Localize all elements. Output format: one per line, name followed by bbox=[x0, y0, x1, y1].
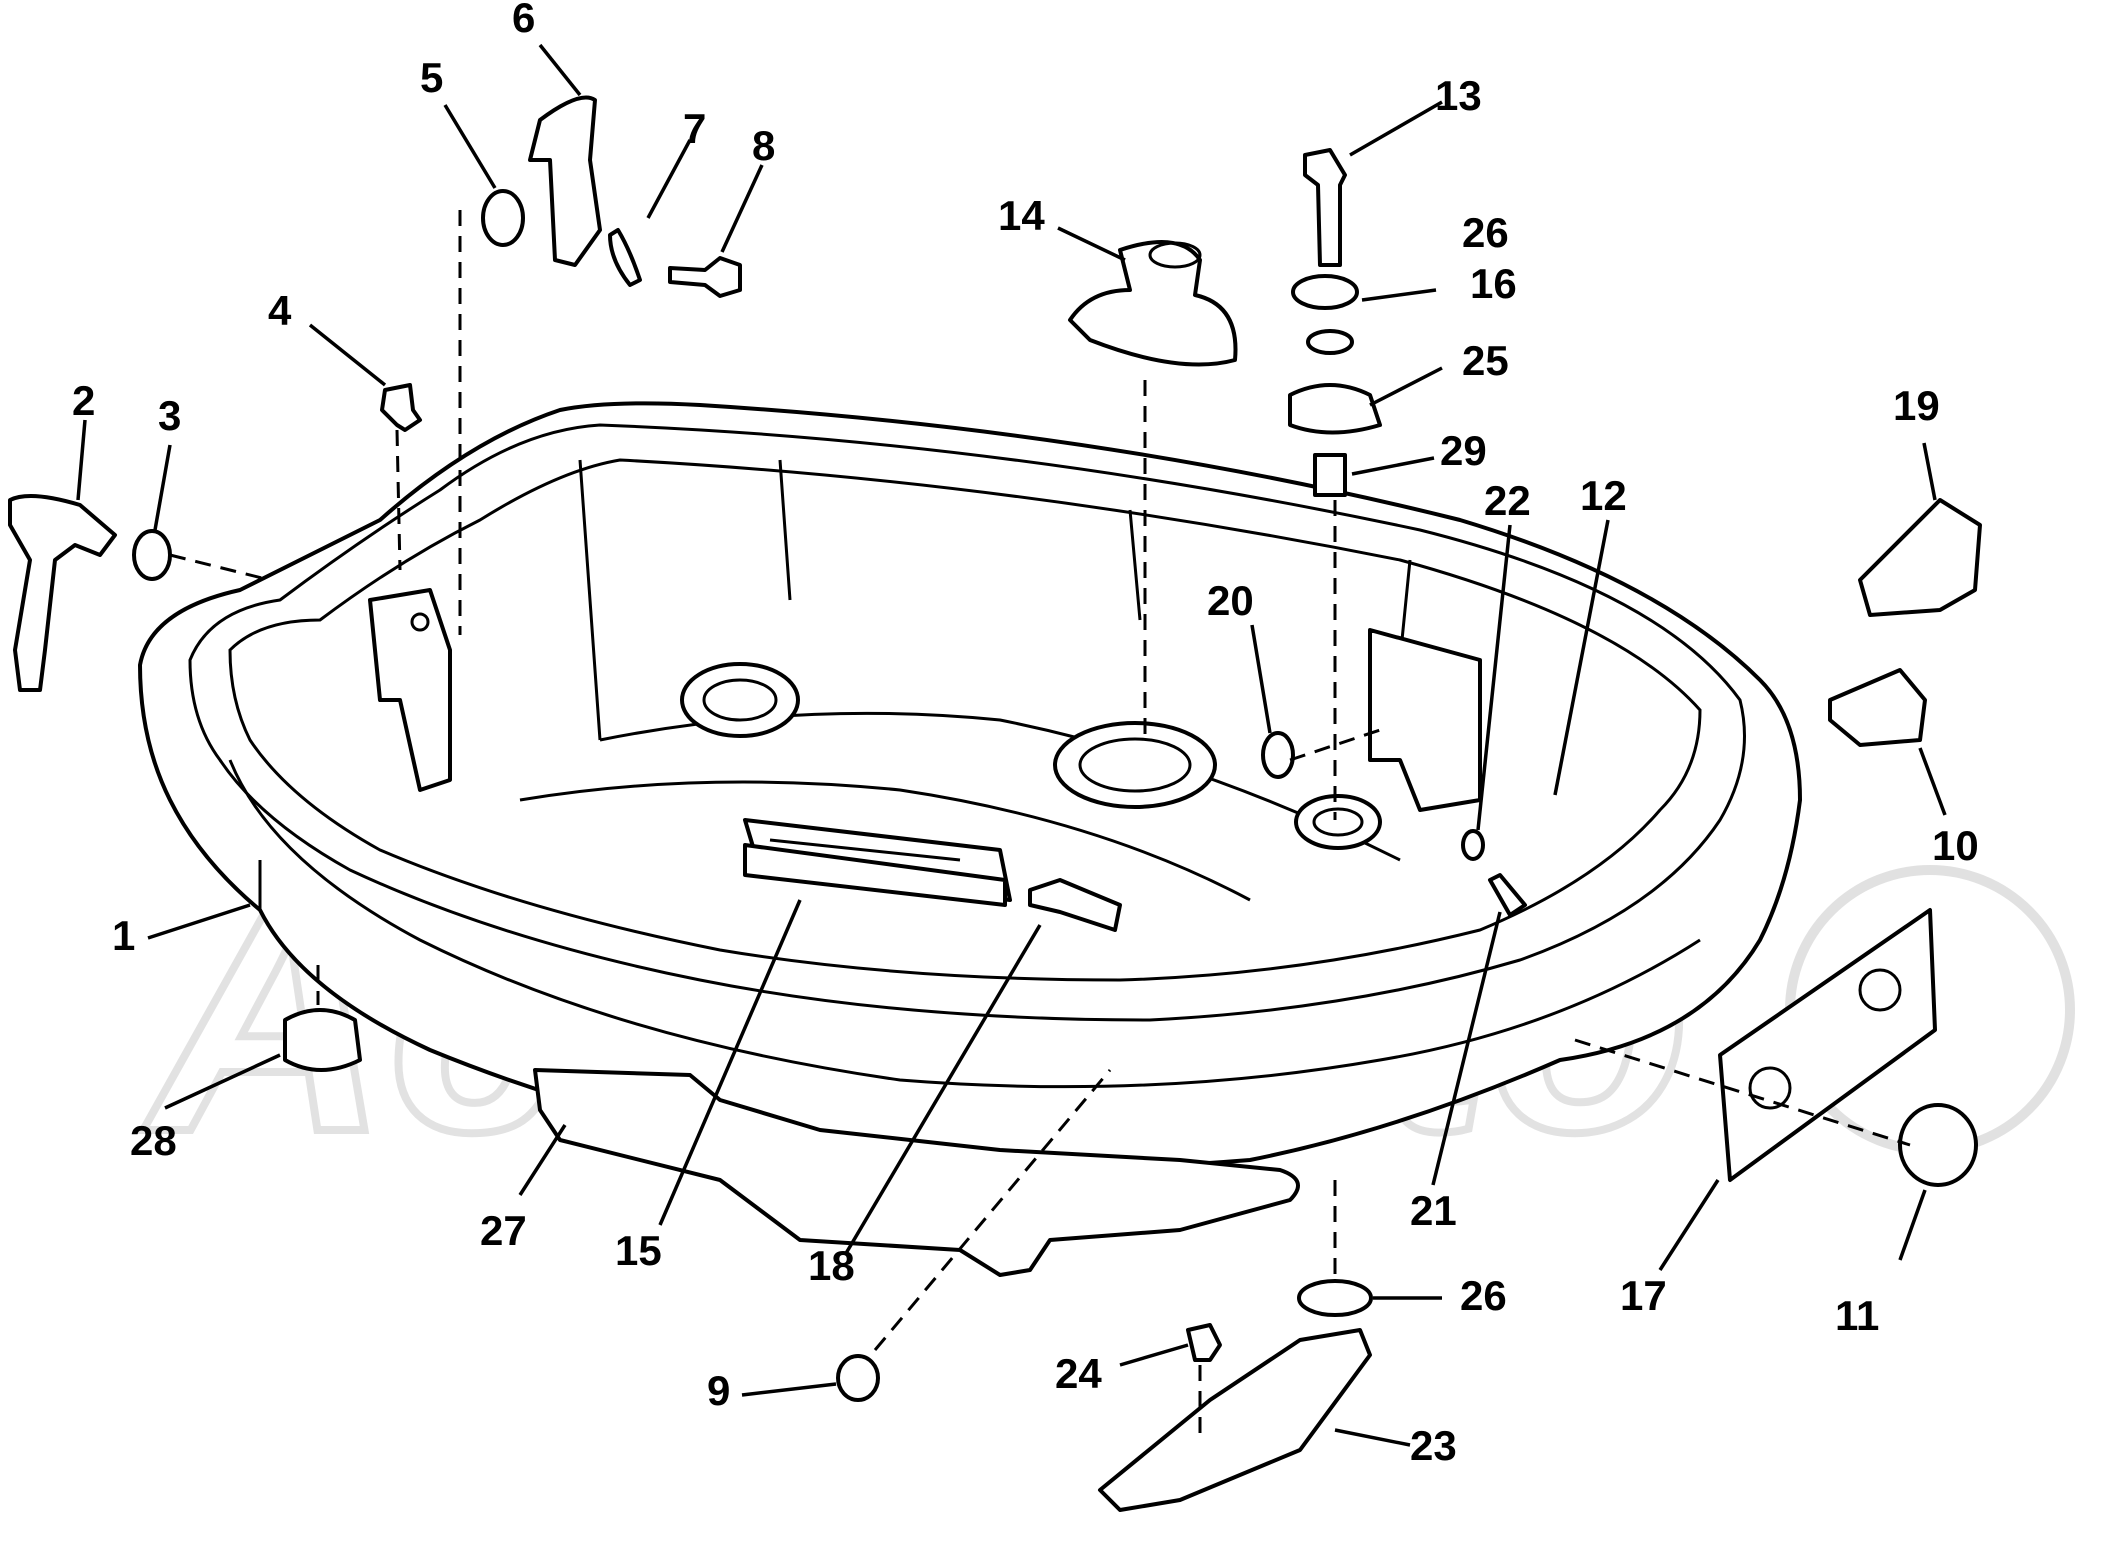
callout-25: 25 bbox=[1462, 337, 1509, 384]
callout-27: 27 bbox=[480, 1207, 527, 1254]
washer-16 bbox=[1306, 329, 1354, 355]
callout-13: 13 bbox=[1435, 72, 1482, 119]
callout-15: 15 bbox=[615, 1227, 662, 1274]
callout-26-bottom: 26 bbox=[1460, 1272, 1507, 1319]
callout-labels: 1 2 3 4 5 6 7 8 9 10 11 12 13 14 15 16 1… bbox=[72, 0, 1979, 1469]
lower-cowl bbox=[138, 401, 1802, 1172]
screw-21 bbox=[1488, 873, 1527, 917]
callout-16: 16 bbox=[1470, 260, 1517, 307]
callout-5: 5 bbox=[420, 54, 443, 101]
leader-lines bbox=[76, 43, 1947, 1447]
callout-12: 12 bbox=[1580, 472, 1627, 519]
callout-20: 20 bbox=[1207, 577, 1254, 624]
grommet-28 bbox=[283, 1008, 362, 1072]
callout-19: 19 bbox=[1893, 382, 1940, 429]
lock-lever bbox=[8, 494, 117, 692]
plug-9 bbox=[836, 1354, 880, 1402]
callout-24: 24 bbox=[1055, 1350, 1102, 1397]
callout-7: 7 bbox=[683, 105, 706, 152]
grommet-11 bbox=[1898, 1103, 1978, 1187]
callout-9: 9 bbox=[707, 1367, 730, 1414]
grommet-10 bbox=[1828, 668, 1927, 747]
hose-fitting bbox=[1858, 498, 1982, 617]
washer-26-top bbox=[1291, 274, 1359, 310]
callout-28: 28 bbox=[130, 1117, 177, 1164]
bolt-24 bbox=[1186, 1323, 1222, 1362]
latch-hook bbox=[528, 95, 602, 267]
callout-6: 6 bbox=[512, 0, 535, 41]
assembly-lines bbox=[169, 210, 1911, 1440]
small-bracket bbox=[1028, 878, 1122, 932]
callout-10: 10 bbox=[1932, 822, 1979, 869]
callout-26-top: 26 bbox=[1462, 209, 1509, 256]
o-ring-22 bbox=[1461, 829, 1485, 861]
callout-2: 2 bbox=[72, 377, 95, 424]
callout-14: 14 bbox=[998, 192, 1045, 239]
washer-3 bbox=[132, 529, 172, 581]
grease-fitting bbox=[380, 383, 422, 432]
gasket-plate bbox=[743, 818, 1012, 907]
grommet-14 bbox=[1068, 240, 1238, 367]
washer-5 bbox=[481, 189, 525, 247]
callout-29: 29 bbox=[1440, 427, 1487, 474]
bolt-13 bbox=[1303, 148, 1347, 267]
callout-18: 18 bbox=[808, 1242, 855, 1289]
callout-1: 1 bbox=[112, 912, 135, 959]
grommet-25 bbox=[1288, 383, 1382, 435]
callout-11: 11 bbox=[1835, 1292, 1879, 1339]
callout-8: 8 bbox=[752, 122, 775, 169]
washer-26-bottom bbox=[1297, 1279, 1373, 1317]
bolt-8 bbox=[668, 256, 742, 298]
callout-21: 21 bbox=[1410, 1187, 1457, 1234]
retaining-clip bbox=[608, 228, 642, 287]
mounting-bracket bbox=[1098, 1328, 1372, 1512]
sleeve-29 bbox=[1313, 453, 1347, 497]
washer-20 bbox=[1261, 731, 1295, 779]
cover-plate bbox=[1718, 908, 1937, 1182]
callout-17: 17 bbox=[1620, 1272, 1667, 1319]
callout-4: 4 bbox=[268, 287, 292, 334]
callout-23: 23 bbox=[1410, 1422, 1457, 1469]
callout-22: 22 bbox=[1484, 477, 1531, 524]
callout-3: 3 bbox=[158, 392, 181, 439]
